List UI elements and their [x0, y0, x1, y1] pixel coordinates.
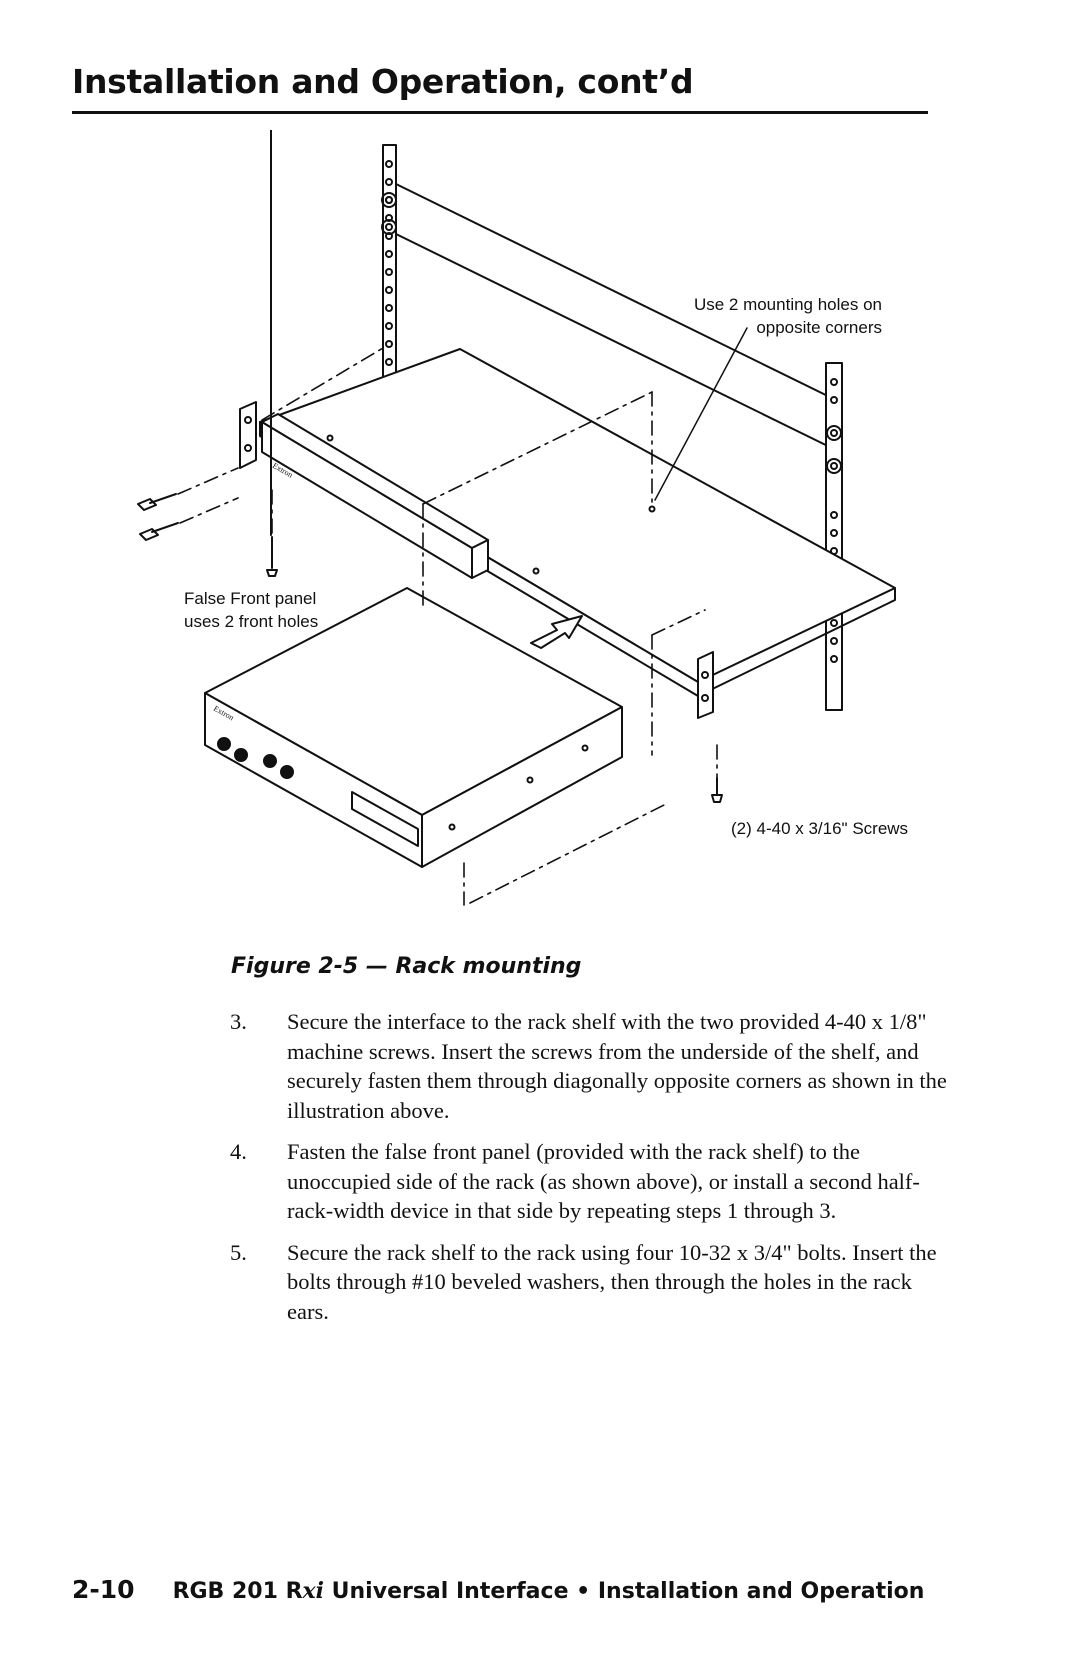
- step-text: Secure the interface to the rack shelf w…: [287, 1009, 947, 1123]
- left-rack-rail: [382, 144, 397, 386]
- right-rack-rail: [825, 362, 843, 711]
- callout-mounting-holes-line1: Use 2 mounting holes on: [694, 295, 882, 314]
- step-text: Secure the rack shelf to the rack using …: [287, 1239, 937, 1324]
- step-number: 5.: [230, 1239, 247, 1265]
- instruction-steps: 3. Secure the interface to the rack shel…: [230, 1007, 950, 1338]
- insertion-arrow: [530, 615, 583, 649]
- rack-mounting-figure: Extron Extron: [0, 130, 1080, 950]
- footer-product-suffix: Universal Interface • Installation and O…: [324, 1579, 925, 1604]
- step-number: 3.: [230, 1009, 247, 1034]
- page-footer: 2-10 RGB 201 Rxi Universal Interface • In…: [72, 1575, 924, 1604]
- step-item: 4. Fasten the false front panel (provide…: [230, 1137, 950, 1226]
- callout-false-front-line2: uses 2 front holes: [184, 612, 318, 631]
- figure-caption: Figure 2-5 — Rack mounting: [231, 954, 582, 979]
- callout-screws: (2) 4-40 x 3/16" Screws: [731, 819, 908, 838]
- callout-false-front-line1: False Front panel: [184, 589, 316, 608]
- footer-product-prefix: RGB 201 R: [172, 1579, 303, 1604]
- callout-mounting-holes-line2: opposite corners: [756, 318, 882, 337]
- step-item: 5. Secure the rack shelf to the rack usi…: [230, 1238, 950, 1327]
- interface-device: Extron: [204, 587, 623, 868]
- step-text: Fasten the false front panel (provided w…: [287, 1139, 920, 1223]
- step-number: 4.: [230, 1139, 247, 1164]
- header-rule: [72, 111, 928, 114]
- page-header-title: Installation and Operation, cont’d: [72, 62, 694, 101]
- bolts-and-screws: [137, 130, 723, 803]
- alignment-lines: [177, 347, 718, 906]
- callout-leader-lines: [654, 327, 748, 501]
- step-item: 3. Secure the interface to the rack shel…: [230, 1007, 950, 1125]
- footer-product-logo: xi: [302, 1578, 324, 1604]
- rack-mounting-illustration: Extron Extron: [137, 130, 908, 906]
- page-number: 2-10: [72, 1575, 135, 1604]
